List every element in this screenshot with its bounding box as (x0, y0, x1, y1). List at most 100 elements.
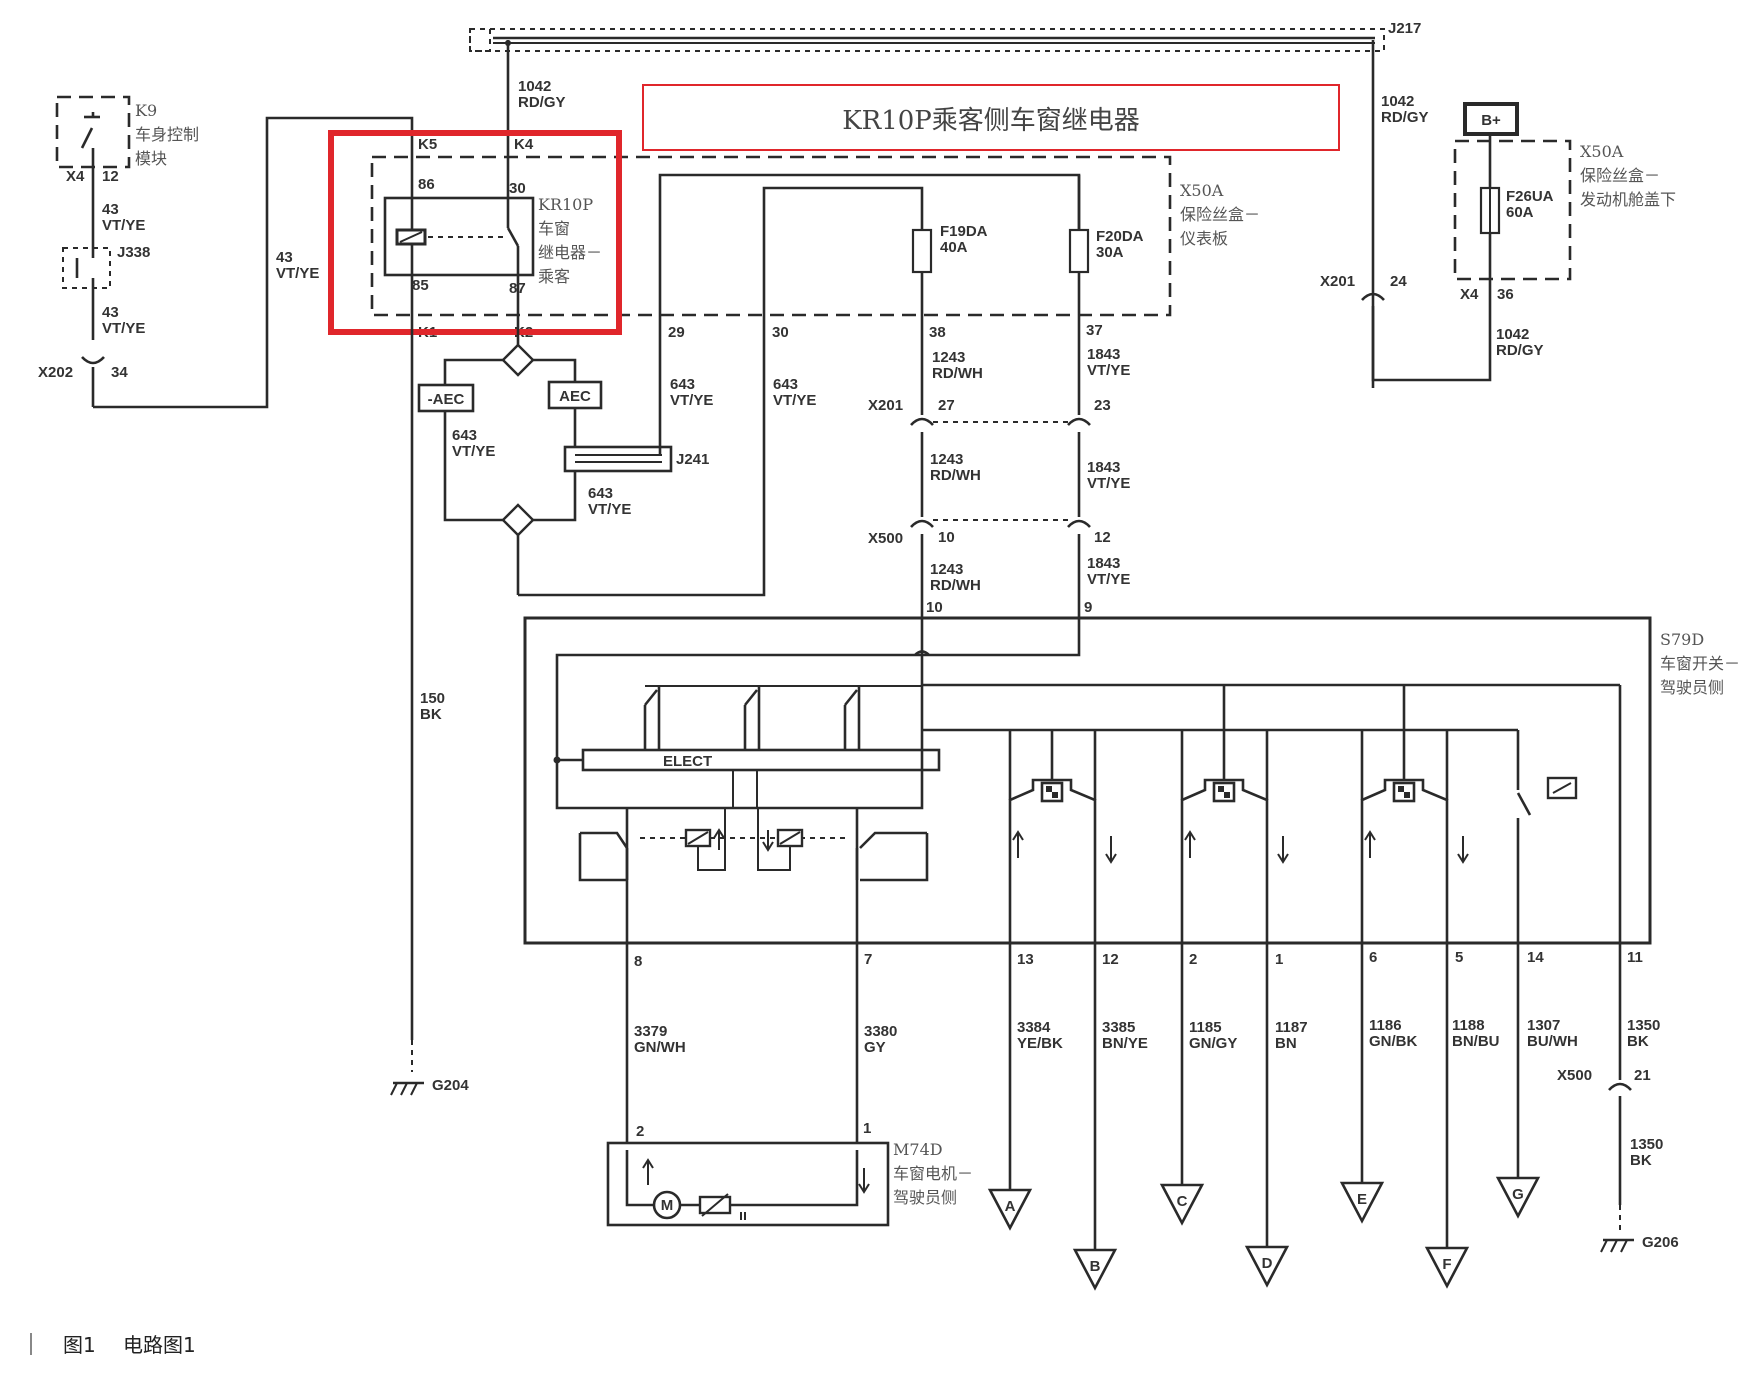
m74d-name1: 车窗电机－ (893, 1164, 973, 1183)
title-box (642, 84, 1340, 151)
fuse-f19da-icon (911, 228, 933, 274)
motor-pin-1: 1 (863, 1120, 871, 1137)
g206-label: G206 (1642, 1234, 1679, 1251)
j338-label: J338 (117, 244, 150, 261)
wire-1843-b-color: VT/YE (1087, 475, 1130, 492)
elect-label: ELECT (663, 753, 712, 770)
output-wires (1008, 945, 1622, 1250)
pin-12-s79d: 12 (1102, 951, 1119, 968)
switch2-up-arrow-icon (1184, 830, 1196, 858)
fuse-f26ua-name: F26UA (1506, 188, 1554, 205)
kr10p-name1: 车窗 (538, 219, 570, 238)
kr10p-name2: 继电器－ (538, 243, 602, 262)
pin-87: 87 (509, 280, 526, 297)
k9-name2: 模块 (135, 149, 167, 168)
pin-1: 1 (1275, 951, 1283, 968)
wire-643-a-num: 643 (452, 427, 477, 444)
wire-1188-color: BN/BU (1452, 1033, 1500, 1050)
j241-splice (563, 445, 673, 473)
terminal-f-label: F (1442, 1256, 1451, 1273)
x50a-engine-code: X50A (1580, 142, 1624, 161)
kr10p-code: KR10P (538, 195, 593, 214)
g204-label: G204 (432, 1077, 469, 1094)
pin-27: 27 (938, 397, 955, 414)
x500-12-connector (1067, 519, 1091, 528)
wire-1350-b-num: 1350 (1630, 1136, 1663, 1153)
pin-86: 86 (418, 176, 435, 193)
wire-1186-color: GN/BK (1369, 1033, 1418, 1050)
aec-network: -AEC AEC 643 VT/YE 643 VT/YE (417, 315, 631, 595)
s79d-name1: 车窗开关－ (1660, 654, 1740, 673)
wire-1243-c-color: RD/WH (930, 577, 981, 594)
j338-splice (62, 247, 111, 289)
x500-label-right: X500 (1557, 1067, 1592, 1084)
switch1-down-arrow-icon (1105, 836, 1117, 864)
pin-12-k9: 12 (102, 168, 119, 185)
wire-1042-loop (1371, 270, 1492, 382)
switch3-down-arrow-icon (1457, 836, 1469, 864)
x201-24-connector (1361, 292, 1385, 301)
wire-3380-color: GY (864, 1039, 886, 1056)
fuse-f20da-icon (1068, 228, 1090, 274)
switch-group-3 (1360, 685, 1469, 945)
fuse-f19da-name: F19DA (940, 223, 988, 240)
pin-37: 37 (1086, 322, 1103, 339)
switch3-up-arrow-icon (1364, 830, 1376, 858)
k5-label: K5 (418, 136, 437, 153)
wire-643-b-color: VT/YE (588, 501, 631, 518)
wire-3385-color: BN/YE (1102, 1035, 1148, 1052)
wire-1185-color: GN/GY (1189, 1035, 1237, 1052)
wire-1186-num: 1186 (1369, 1017, 1402, 1034)
x50a-panel-name2: 仪表板 (1180, 229, 1228, 248)
wire-1243-c-num: 1243 (930, 561, 963, 578)
m74d-name2: 驾驶员侧 (893, 1188, 957, 1207)
fuse-f19da-rating: 40A (940, 239, 968, 256)
s79d-window-switch: S79D 车窗开关－ 驾驶员侧 ELECT (523, 616, 1740, 945)
kr10p-name3: 乘客 (538, 267, 570, 286)
wire-43-c-color: VT/YE (276, 265, 319, 282)
wire-643-d-color: VT/YE (773, 392, 816, 409)
wire-1042-right-color: RD/GY (1381, 109, 1429, 126)
k9-name1: 车身控制 (135, 125, 199, 144)
kr10p-relay: 86 30 85 87 K5 K4 K1 K2 KR10P 车窗 继电器－ 乘客 (383, 136, 602, 341)
wire-643-c-num: 643 (670, 376, 695, 393)
pin-24: 24 (1390, 273, 1407, 290)
fuse-f20da-rating: 30A (1096, 244, 1124, 261)
wire-1042-bottom-num: 1042 (1496, 326, 1529, 343)
x201-label-mid: X201 (868, 397, 903, 414)
pin-11: 11 (1627, 949, 1643, 966)
s79d-name2: 驾驶员侧 (1660, 678, 1724, 697)
motor-label: M (661, 1197, 674, 1214)
x50a-engine-fusebox: B+ F26UA 60A X4 36 X50A 保险丝盒－ 发动机舱盖下 (1453, 102, 1676, 303)
terminal-b-label: B (1090, 1258, 1101, 1275)
wire-3379-num: 3379 (634, 1023, 667, 1040)
pin-38: 38 (929, 324, 946, 341)
wire-43-a-color: VT/YE (102, 217, 145, 234)
x201-23-connector (1067, 417, 1091, 426)
x500-21-connector (1608, 1082, 1632, 1091)
x50a-panel-name1: 保险丝盒－ (1180, 205, 1260, 224)
wire-150-color: BK (420, 706, 442, 723)
terminal-b-marker (1072, 1248, 1118, 1291)
wire-43-a-num: 43 (102, 201, 119, 218)
kr10p-highlight (328, 130, 622, 335)
pin-10-x500: 10 (938, 529, 955, 546)
wire-1042-left-color: RD/GY (518, 94, 566, 111)
wire-3385-num: 3385 (1102, 1019, 1135, 1036)
wire-643-a-color: VT/YE (452, 443, 495, 460)
aec-neg-label: -AEC (428, 391, 465, 408)
pin-30-relay: 30 (509, 180, 526, 197)
terminal-e-marker (1339, 1181, 1385, 1224)
pin-14: 14 (1527, 949, 1544, 966)
x50a-panel-code: X50A (1180, 181, 1224, 200)
x50a-engine-name2: 发动机舱盖下 (1580, 190, 1676, 209)
wire-1843-a-color: VT/YE (1087, 362, 1130, 379)
k9-module: K9 车身控制 模块 X4 12 (55, 95, 199, 185)
j241-label: J241 (676, 451, 709, 468)
bplus-label: B+ (1481, 112, 1501, 129)
wire-643-c-color: VT/YE (670, 392, 713, 409)
switch-group-1 (1008, 730, 1117, 945)
wire-3384-color: YE/BK (1017, 1035, 1063, 1052)
pin-6: 6 (1369, 949, 1377, 966)
